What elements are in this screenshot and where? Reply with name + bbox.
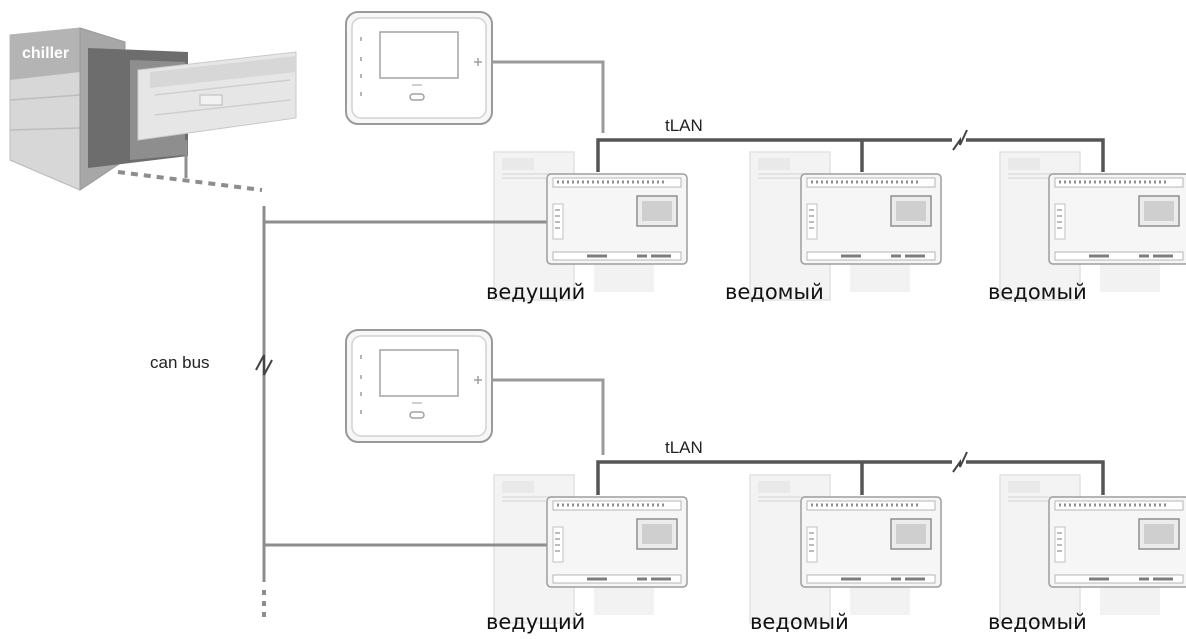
terminal-cable <box>492 378 605 455</box>
terminal-cable <box>492 60 605 133</box>
line-break-icon <box>255 354 273 376</box>
tlan-bus <box>596 460 1105 495</box>
line-break-icon <box>952 451 968 473</box>
unit-role-label: ведомый <box>750 610 849 634</box>
can-bus-link <box>117 170 263 192</box>
controller-board-icon <box>799 495 943 589</box>
unit-role-label: ведомый <box>988 280 1087 304</box>
tlan-bus <box>596 138 1105 172</box>
terminal-display-icon <box>345 329 493 443</box>
can-bus-label: can bus <box>150 353 210 372</box>
controller-board-icon <box>545 172 689 266</box>
unit-role-label: ведущий <box>486 280 585 304</box>
unit-role-label: ведущий <box>486 610 585 634</box>
controller-board-icon <box>545 495 689 589</box>
unit-role-label: ведомый <box>725 280 824 304</box>
tlan-label: tLAN <box>665 116 703 135</box>
network-group-2: tLAN ведущий ведомый ведомый <box>264 329 1186 634</box>
controller-board-icon <box>799 172 943 266</box>
controller-board-icon <box>1047 172 1186 266</box>
controller-board-icon <box>1047 495 1186 589</box>
chiller-label: chiller <box>22 45 69 62</box>
unit-role-label: ведомый <box>988 610 1087 634</box>
line-break-icon <box>952 129 968 151</box>
terminal-display-icon <box>345 11 493 125</box>
network-group-1: tLAN ведущий ведомый ведомый <box>264 11 1186 304</box>
chiller-unit-icon: chiller <box>9 27 297 191</box>
tlan-label: tLAN <box>665 438 703 457</box>
